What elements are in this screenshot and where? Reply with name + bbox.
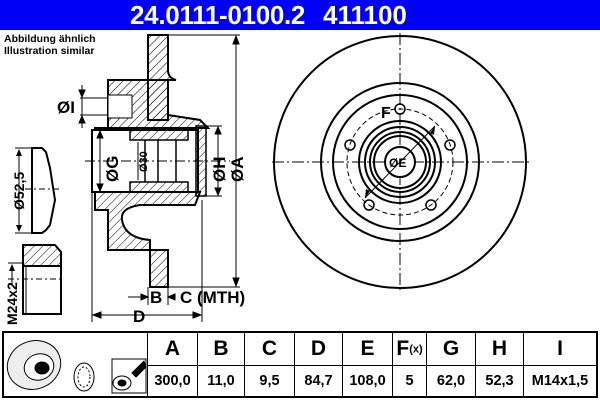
value-E: 108,0 <box>342 365 392 396</box>
label-B: B <box>150 288 162 307</box>
label-D: D <box>133 307 145 326</box>
value-D: 84,7 <box>294 365 342 396</box>
header-E: E <box>342 333 392 365</box>
note-german: Abbildung ähnlich <box>4 33 96 45</box>
header-I: I <box>523 333 596 365</box>
value-H: 52,3 <box>475 365 523 396</box>
label-dia-30: Ø30 <box>138 151 150 172</box>
abs-sensor-spray-icon <box>111 358 147 394</box>
wheel-bearing-icon <box>73 362 95 392</box>
brake-disc-icon <box>6 340 62 390</box>
header-H: H <box>475 333 523 365</box>
label-dia-G: ØG <box>103 156 122 182</box>
cross-section-view <box>78 34 240 322</box>
value-F: 5 <box>392 365 426 396</box>
value-I: M14x1,5 <box>523 365 596 396</box>
header-B: B <box>197 333 244 365</box>
value-B: 11,0 <box>197 365 244 396</box>
label-dia-I: ØI <box>57 98 75 117</box>
title-text: 24.0111-0100.2 411100 <box>0 0 600 30</box>
value-C: 9,5 <box>244 365 294 396</box>
value-A: 300,0 <box>147 365 197 396</box>
value-G: 62,0 <box>426 365 475 396</box>
label-dia-52-5: Ø52,5 <box>11 172 27 210</box>
label-dia-E: ØE <box>389 156 406 170</box>
product-icons <box>4 333 149 396</box>
dust-cap-view <box>15 147 62 234</box>
label-F: F <box>381 105 391 122</box>
header-D: D <box>294 333 342 365</box>
part-number: 24.0111-0100.2 <box>130 0 306 30</box>
header-F: F(x) <box>392 333 426 365</box>
header-C: C <box>244 333 294 365</box>
header-F-letter: F <box>396 337 410 360</box>
front-view <box>272 33 532 292</box>
header-A: A <box>147 333 197 365</box>
label-C-MTH: C (MTH) <box>180 288 245 307</box>
label-dia-A: ØA <box>228 157 247 183</box>
reference-number: 411100 <box>323 0 407 30</box>
label-dia-H: ØH <box>210 157 229 183</box>
header-G: G <box>426 333 475 365</box>
axle-nut-view <box>8 244 64 315</box>
illustration-note: Abbildung ähnlich Illustration similar <box>4 33 96 57</box>
spec-table: A B C D E F(x) G H I 300,0 11,0 9,5 84,7… <box>2 331 598 398</box>
cross-section-labels: ØI ØG Ø30 ØH ØA B C (MTH) D <box>57 98 247 326</box>
header-F-suffix: (x) <box>409 343 423 356</box>
title-bar: 24.0111-0100.2 411100 <box>0 0 600 30</box>
note-english: Illustration similar <box>4 45 95 57</box>
label-M24x2: M24x2 <box>4 282 20 325</box>
